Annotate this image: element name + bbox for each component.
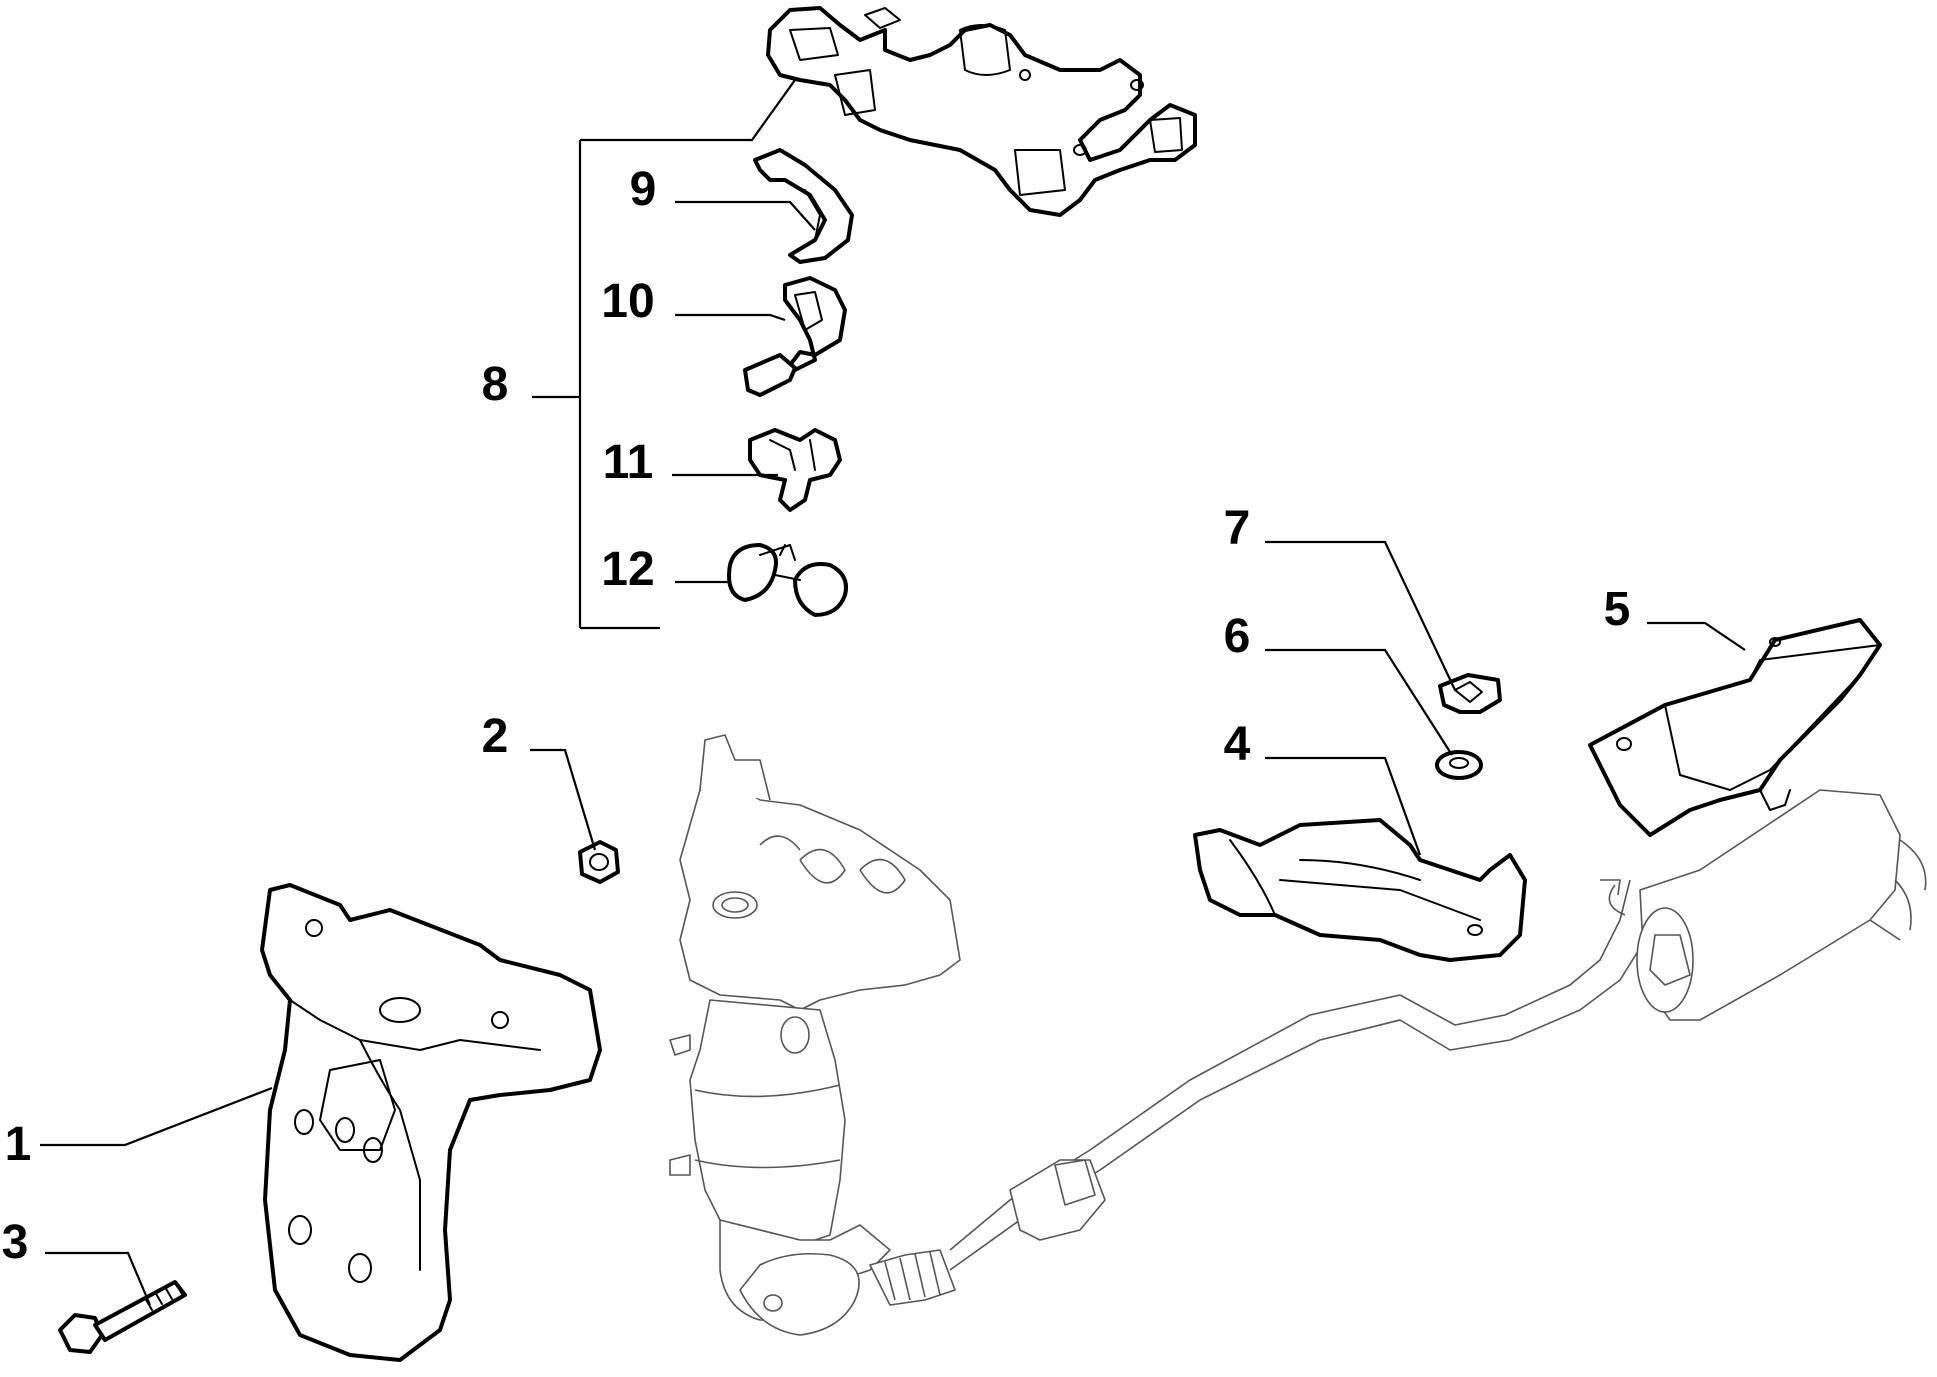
- leader-1: [40, 1086, 273, 1147]
- callout-11: 11: [603, 436, 654, 489]
- leader-lines: [40, 79, 1746, 1306]
- leader-2: [530, 748, 597, 851]
- pipe-clamp-part: [727, 543, 848, 617]
- callout-10: 10: [601, 275, 654, 328]
- callout-labels: 1 2 3 4 5 6 7 8 9 10 11 12: [2, 163, 1631, 1269]
- leader-6: [1265, 648, 1453, 756]
- leader-5: [1647, 621, 1746, 651]
- callout-5: 5: [1604, 583, 1631, 636]
- spring-clip-part: [1438, 673, 1502, 714]
- bracket-8-leader: [532, 79, 796, 630]
- fastener-clip-part: [748, 428, 842, 512]
- bracket-clip-part: [743, 276, 847, 397]
- nut-part: [578, 840, 620, 884]
- leader-10: [675, 313, 786, 322]
- leader-7: [1265, 540, 1456, 691]
- bolt-part: [58, 1280, 187, 1354]
- washer-part: [1435, 750, 1483, 780]
- leader-3: [45, 1251, 152, 1306]
- exhaust-system-outline: [669, 734, 1927, 1336]
- callout-9: 9: [630, 163, 657, 216]
- callout-6: 6: [1224, 610, 1251, 663]
- leader-4: [1265, 756, 1422, 856]
- callout-2: 2: [482, 710, 509, 763]
- callout-12: 12: [601, 543, 654, 596]
- leader-9: [675, 200, 816, 231]
- callout-1: 1: [5, 1118, 32, 1171]
- callout-4: 4: [1224, 718, 1251, 771]
- rear-heat-shield-part: [1588, 618, 1882, 837]
- clamp-half-part: [753, 148, 854, 264]
- bracket-assembly-part: [766, 6, 1197, 217]
- callout-8: 8: [482, 358, 509, 411]
- heat-shield-part: [260, 883, 602, 1362]
- upper-shield-part: [1193, 818, 1527, 962]
- callout-3: 3: [2, 1216, 29, 1269]
- callout-7: 7: [1224, 502, 1251, 555]
